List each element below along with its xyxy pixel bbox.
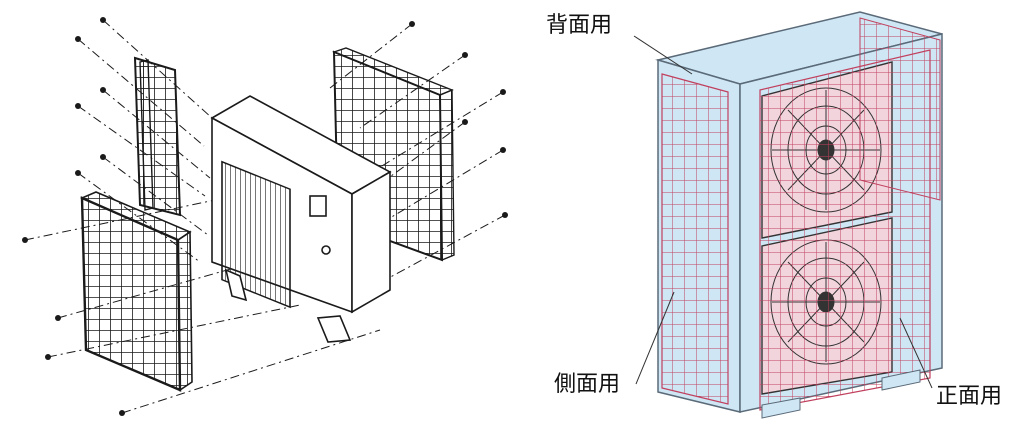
side-guard-mesh — [661, 73, 729, 405]
front-guard-mesh — [759, 49, 931, 411]
leader-lines — [633, 35, 933, 389]
unit-foot-right — [881, 369, 921, 391]
label-front-guard: 正面用 — [934, 384, 1005, 410]
front-guard — [79, 191, 193, 392]
outdoor-unit-sketch — [210, 95, 392, 343]
side-guard-left — [133, 56, 182, 217]
assembled-view — [633, 11, 943, 419]
unit-foot-left — [761, 397, 801, 419]
label-side-guard: 側面用 — [552, 372, 623, 398]
label-back-guard: 背面用 — [544, 13, 615, 39]
screws — [22, 17, 508, 416]
exploded-view — [22, 17, 508, 416]
